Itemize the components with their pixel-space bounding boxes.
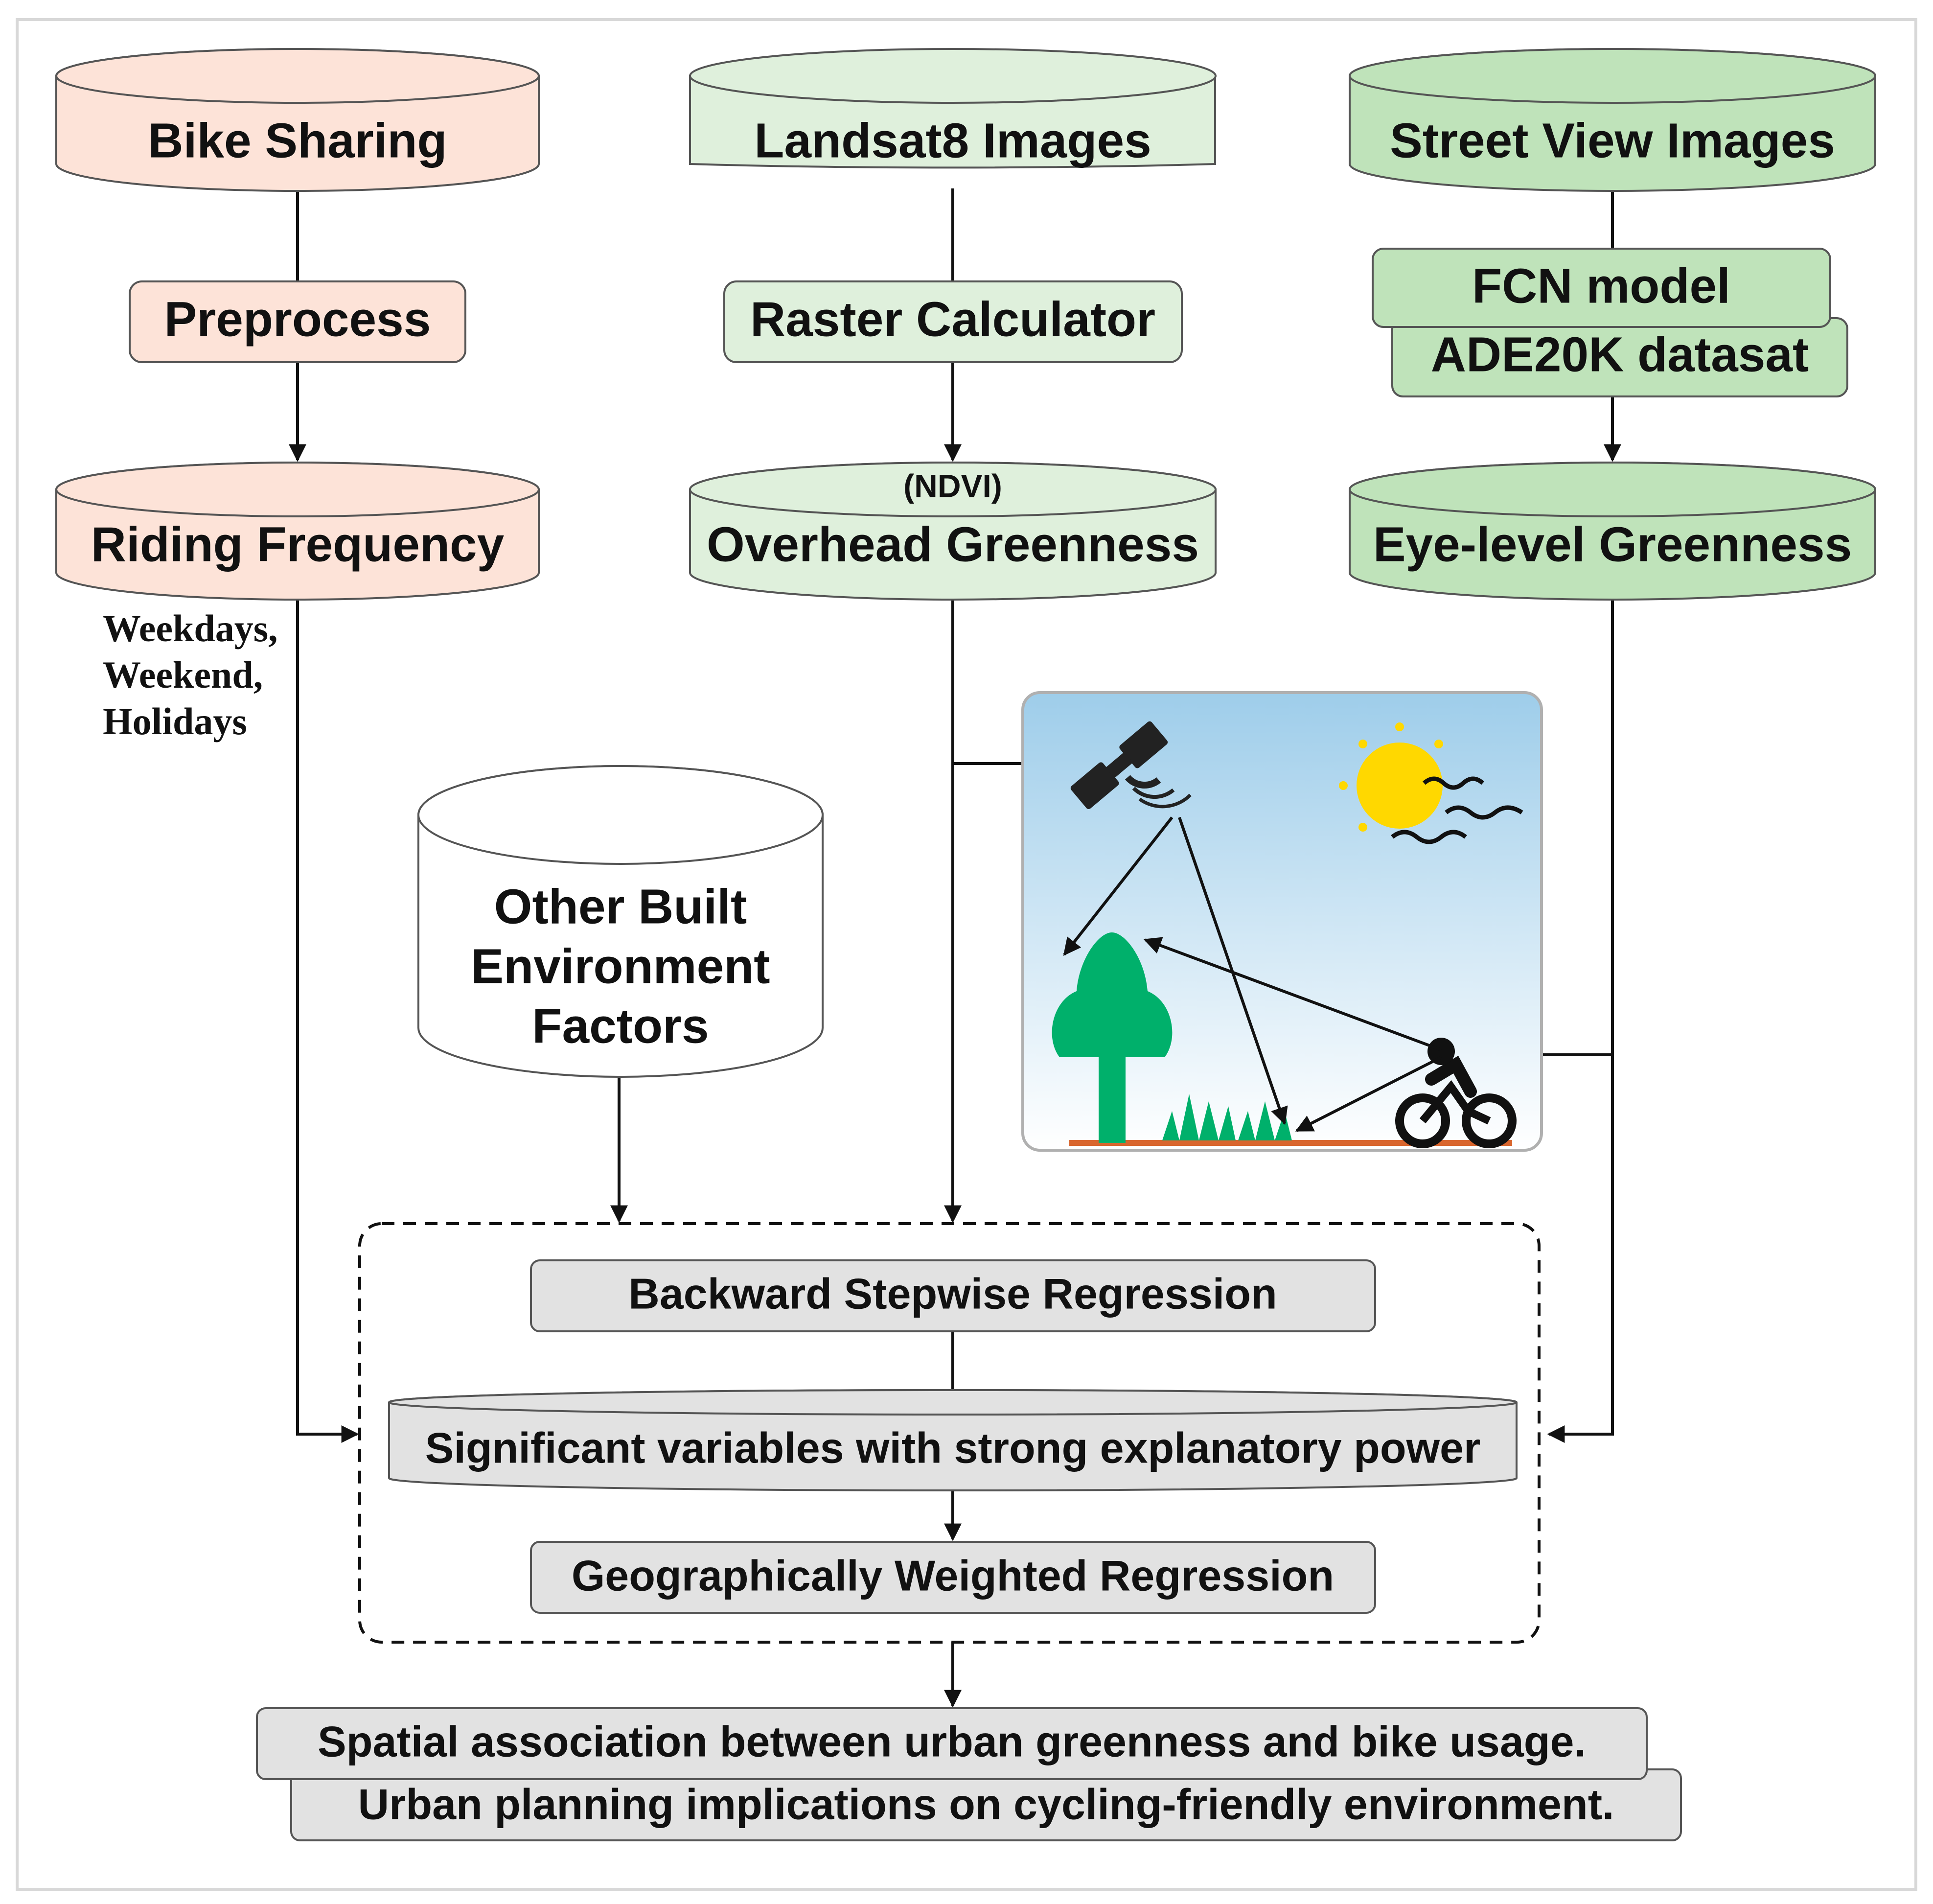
preprocess-label: Preprocess <box>164 292 431 347</box>
wind-icon <box>1391 776 1523 844</box>
note-weekend: Weekend, <box>103 653 263 696</box>
other-factors-line1: Other Built <box>494 879 747 934</box>
overhead-greenness-cylinder: (NDVI) Overhead Greenness <box>689 462 1217 601</box>
results-line1: Spatial association between urban greenn… <box>318 1717 1586 1765</box>
connectors <box>289 188 1621 1708</box>
significant-variables-label: Significant variables with strong explan… <box>425 1423 1480 1472</box>
results-stack: Spatial association between urban greenn… <box>256 1707 1682 1841</box>
landsat-label: Landsat8 Images <box>754 113 1151 168</box>
backward-stepwise-label: Backward Stepwise Regression <box>628 1269 1277 1318</box>
bike-sharing-label: Bike Sharing <box>148 113 447 168</box>
analysis-container: Backward Stepwise Regression Significant… <box>358 1222 1541 1644</box>
riding-frequency-label: Riding Frequency <box>91 517 505 572</box>
ade20k-label: ADE20K datasat <box>1431 327 1809 382</box>
bike-sharing-cylinder: Bike Sharing <box>55 48 540 192</box>
illustration-panel <box>1021 691 1543 1152</box>
ade20k-box: ADE20K datasat <box>1391 317 1848 397</box>
cyclist-icon <box>1395 1038 1517 1148</box>
fcn-model-box: FCN model <box>1372 248 1831 328</box>
outer-frame <box>16 18 1917 1891</box>
gwr-box: Geographically Weighted Regression <box>530 1541 1376 1614</box>
results-box-1 <box>256 1707 1648 1780</box>
riding-notes: Weekdays, Weekend, Holidays <box>103 607 278 743</box>
landsat-cylinder: Landsat8 Images <box>689 48 1217 169</box>
riding-frequency-cylinder: Riding Frequency <box>55 462 540 601</box>
overhead-greenness-label: Overhead Greenness <box>707 517 1199 572</box>
preprocess-box: Preprocess <box>129 280 466 363</box>
note-weekdays: Weekdays, <box>103 607 278 650</box>
raster-calculator-box: Raster Calculator <box>723 280 1183 363</box>
eye-level-greenness-label: Eye-level Greenness <box>1373 517 1852 572</box>
sun-icon <box>1339 722 1443 832</box>
satellite-icon <box>1070 721 1192 810</box>
backward-stepwise-box: Backward Stepwise Regression <box>530 1259 1376 1332</box>
street-view-label: Street View Images <box>1390 113 1835 168</box>
illustration-arrows <box>1063 816 1442 1132</box>
street-view-cylinder: Street View Images <box>1349 48 1876 192</box>
fcn-model-label: FCN model <box>1472 258 1730 313</box>
tree-icon <box>1052 932 1173 1143</box>
results-line2: Urban planning implications on cycling-f… <box>358 1780 1614 1828</box>
other-factors-line2: Environment <box>471 939 770 994</box>
other-factors-cylinder: Other Built Environment Factors <box>417 765 824 1078</box>
ndvi-label: (NDVI) <box>903 467 1002 504</box>
eye-level-greenness-cylinder: Eye-level Greenness <box>1349 462 1876 601</box>
significant-variables-cylinder: Significant variables with strong explan… <box>388 1389 1518 1491</box>
gwr-label: Geographically Weighted Regression <box>572 1551 1334 1600</box>
raster-calculator-label: Raster Calculator <box>750 292 1155 347</box>
note-holidays: Holidays <box>103 700 247 743</box>
other-factors-line3: Factors <box>532 998 709 1053</box>
grass-icon <box>1162 1094 1292 1140</box>
